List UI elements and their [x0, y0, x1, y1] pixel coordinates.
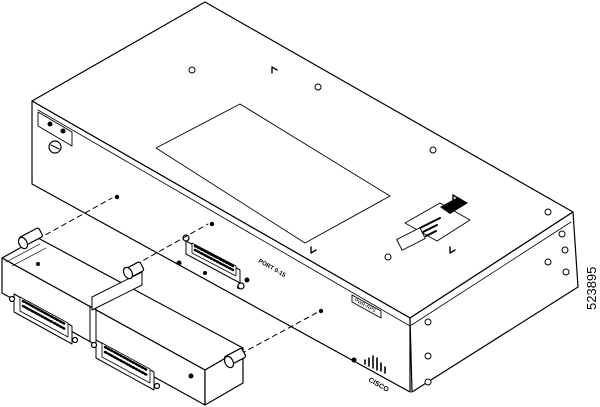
module-connector-right [90, 339, 161, 391]
screw-icon [562, 268, 570, 276]
figure-number: 523895 [584, 267, 599, 310]
screw-icon [314, 83, 322, 91]
regulatory-label [396, 197, 471, 251]
chassis-port-connector [182, 234, 245, 290]
chassis-side-face [409, 211, 579, 393]
screw-icon [561, 246, 569, 254]
captive-screw-right [223, 347, 247, 369]
screw-icon [424, 352, 432, 360]
captive-screw-left [17, 227, 43, 250]
screw-icon [429, 146, 437, 154]
interface-module [1, 227, 247, 406]
screw-icon [424, 378, 432, 386]
left-mount-ear [37, 111, 73, 147]
module-connector-left [8, 293, 79, 345]
chassis-front-face [31, 100, 411, 393]
screw-icon [424, 318, 432, 326]
module-flange-plate [91, 271, 143, 311]
captive-screw-middle [122, 261, 145, 280]
screw-icon [558, 230, 566, 238]
screw-icon [544, 258, 552, 266]
screw-icon [188, 66, 196, 74]
top-label-plate [155, 103, 391, 244]
insertion-guides [37, 197, 321, 359]
chassis: PORT 0-15 PWR-RPS CISCO [31, 1, 579, 394]
screw-icon [384, 253, 392, 261]
screw-icon [544, 208, 552, 216]
